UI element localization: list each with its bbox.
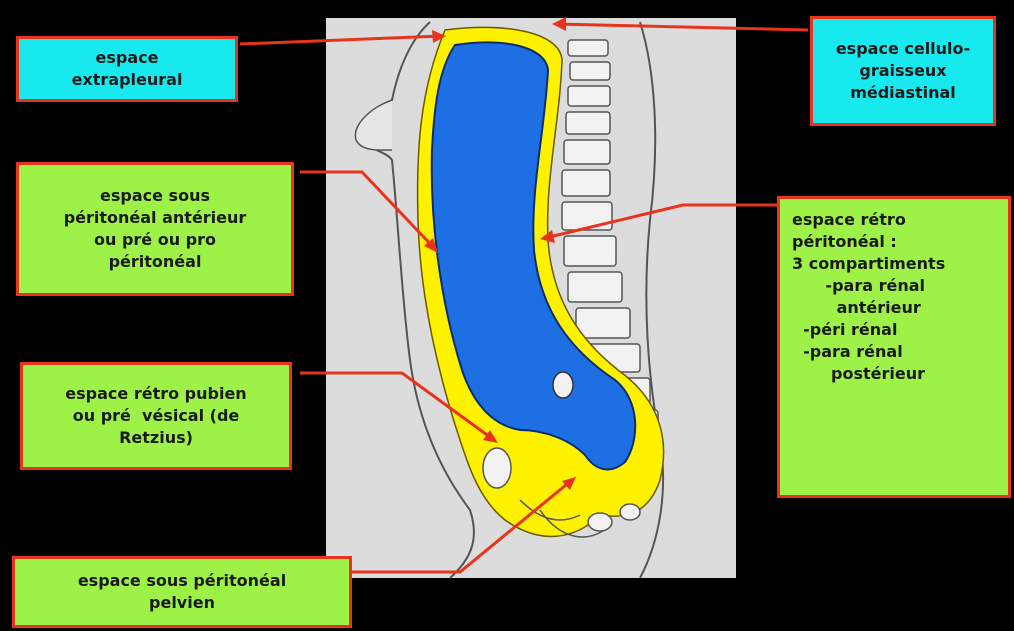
back-outline	[639, 21, 665, 579]
label-line: péritonéal :	[792, 232, 897, 251]
label-line: ou pré vésical (de	[72, 406, 240, 425]
label-line: espace sous péritonéal	[77, 571, 287, 590]
label-espace-retro-peritoneal: espace rétro péritonéal : 3 compartiment…	[777, 196, 1011, 498]
label-espace-cellulo-graisseux: espace cellulo- graisseux médiastinal	[810, 16, 996, 126]
bladder	[482, 447, 512, 489]
label-line: péritonéal	[108, 252, 202, 271]
label-line: espace cellulo-	[835, 39, 971, 58]
label-line: espace sous	[100, 186, 210, 205]
label-espace-sous-peritoneal-anterieur: espace sous péritonéal antérieur ou pré …	[16, 162, 294, 296]
label-line: -para rénal	[792, 276, 925, 295]
arrow-extrapleural	[239, 34, 443, 46]
arrows	[239, 22, 809, 574]
label-line: péritonéal antérieur	[63, 208, 247, 227]
pelvic-folds	[519, 499, 641, 538]
label-line: postérieur	[792, 364, 925, 383]
label-line: Retzius)	[119, 428, 193, 447]
arrow-sous-peritoneal-pelvien	[352, 478, 573, 574]
peritoneal-cavity	[430, 41, 637, 471]
label-line: espace rétro	[792, 210, 906, 229]
label-line: -para rénal	[792, 342, 903, 361]
label-line: antérieur	[792, 298, 921, 317]
label-line: espace rétro pubien	[65, 384, 247, 403]
arrow-retro-peritoneal	[544, 203, 778, 240]
label-espace-extrapleural: espace extrapleural	[16, 36, 238, 102]
label-espace-sous-peritoneal-pelvien: espace sous péritonéal pelvien	[12, 556, 352, 628]
label-line: extrapleural	[71, 70, 183, 89]
label-line: pelvien	[149, 593, 215, 612]
arrow-retro-pubien	[300, 371, 495, 442]
arrow-sous-peritoneal-anterieur	[300, 170, 438, 252]
label-espace-retro-pubien: espace rétro pubien ou pré vésical (de R…	[20, 362, 292, 470]
arrow-cellulo-graisseux	[555, 22, 809, 32]
arrowheads	[424, 17, 576, 490]
label-line: -péri rénal	[792, 320, 898, 339]
label-line: graisseux	[859, 61, 947, 80]
label-line: 3 compartiments	[792, 254, 946, 273]
label-line: espace	[95, 48, 159, 67]
label-line: médiastinal	[850, 83, 956, 102]
ovary	[552, 371, 574, 399]
label-line: ou pré ou pro	[93, 230, 216, 249]
breast-outline	[354, 99, 393, 151]
